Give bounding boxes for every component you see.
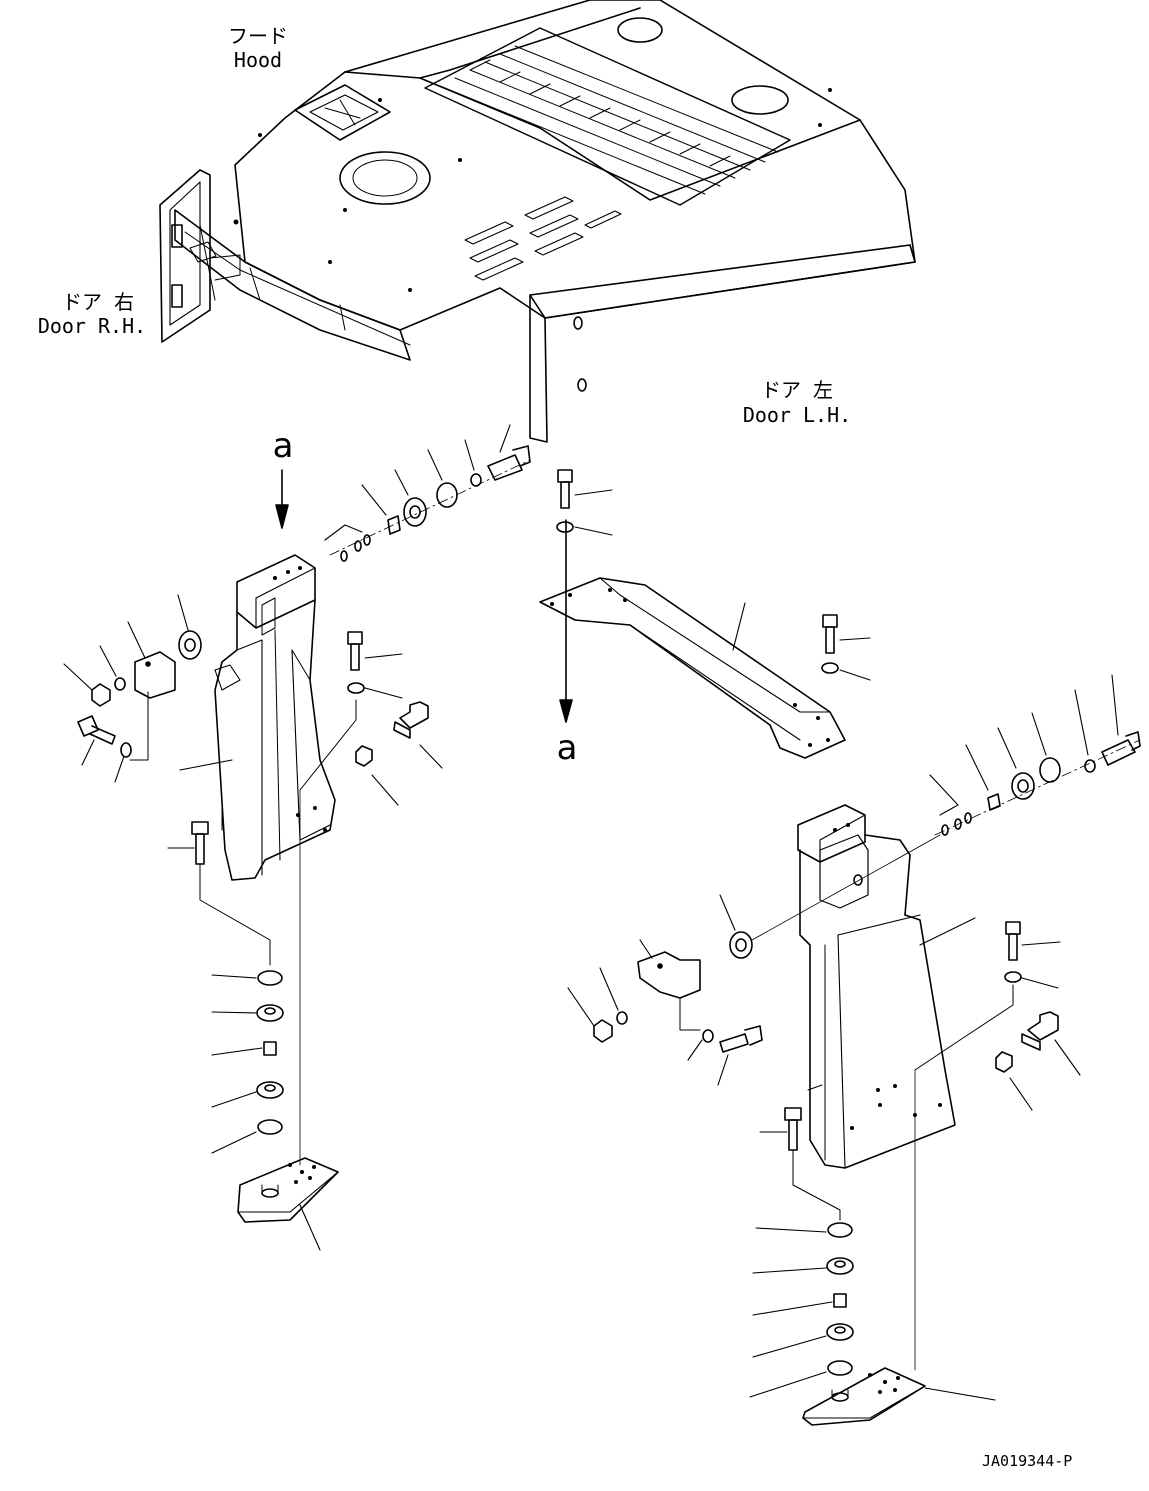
door-lh-label-jp: ドア 左	[760, 378, 834, 402]
hood-grill	[425, 28, 790, 205]
door-lh	[530, 245, 915, 442]
view-arrow-top	[276, 470, 288, 528]
right-bracket-hardware	[568, 835, 940, 1085]
right-post	[798, 805, 975, 1168]
hood-assembly	[175, 0, 915, 360]
left-washer-1	[258, 971, 282, 985]
grill-mesh	[440, 46, 778, 194]
view-marker-bottom: a	[556, 728, 578, 768]
fan-opening	[340, 152, 430, 204]
right-top-bolt	[822, 615, 870, 680]
hood-label-jp: フード	[228, 24, 288, 48]
cross-bracket	[540, 578, 845, 758]
door-lh-label-en: Door L.H.	[742, 403, 852, 427]
left-post	[180, 555, 335, 880]
louver-vents	[465, 197, 621, 280]
view-arrow-bottom	[560, 520, 572, 722]
left-base-stack	[168, 790, 338, 1250]
left-mount-rubber	[257, 1005, 283, 1021]
left-hinge-hardware	[64, 595, 201, 782]
hinge-hardware-row	[325, 425, 530, 561]
right-base-stack	[750, 1070, 995, 1425]
bracket-bolt	[557, 470, 612, 535]
hood-label-en: Hood	[233, 48, 283, 72]
door-rh-label-en: Door R.H.	[37, 314, 147, 338]
door-rh	[160, 170, 240, 342]
left-side-fasteners	[300, 632, 442, 805]
right-hinge-hardware-row	[930, 675, 1140, 835]
door-rh-label-jp: ドア 右	[61, 290, 135, 314]
right-side-fasteners	[915, 922, 1080, 1110]
view-marker-top: a	[272, 426, 294, 466]
hood-port-right	[732, 86, 788, 114]
access-cover	[295, 85, 390, 140]
hood-holes	[233, 88, 832, 292]
drawing-code: JA019344-P	[982, 1452, 1073, 1470]
hood-port-top	[618, 18, 662, 42]
